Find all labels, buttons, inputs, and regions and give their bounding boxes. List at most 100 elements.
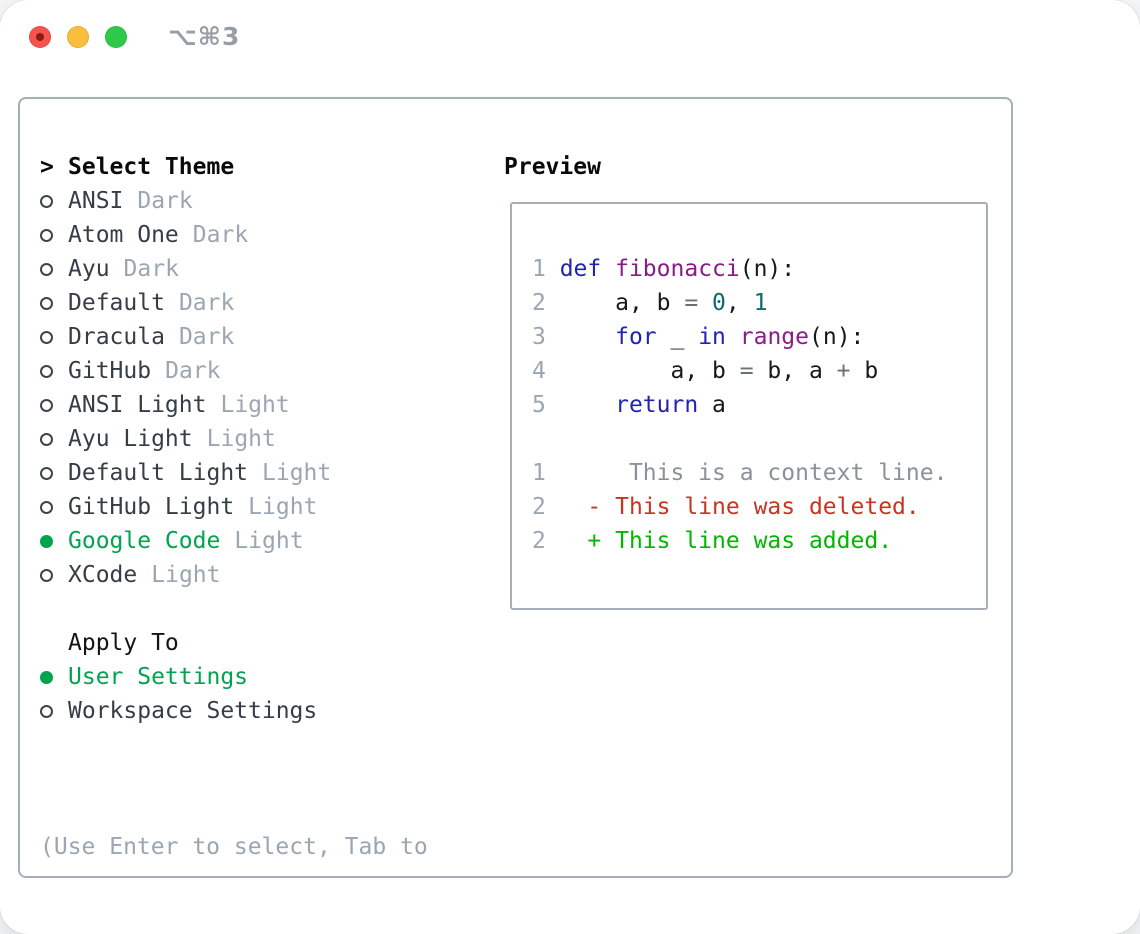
theme-variant-badge: Light bbox=[262, 460, 332, 486]
line-number: 5 bbox=[532, 392, 560, 418]
window-shortcut-label: ⌥⌘3 bbox=[168, 22, 241, 51]
theme-option-label: ANSI Light bbox=[68, 392, 207, 418]
radio-selected-icon bbox=[40, 534, 68, 548]
selection-caret-icon: > bbox=[40, 154, 68, 180]
radio-dot bbox=[40, 398, 53, 412]
theme-list-title: Select Theme bbox=[68, 154, 235, 180]
code-segment-pln: a bbox=[698, 392, 726, 418]
theme-option-label: Default Light bbox=[68, 460, 249, 486]
theme-option-label: Atom One bbox=[68, 222, 179, 248]
radio-dot bbox=[40, 534, 53, 548]
apply-option-workspace-settings[interactable]: Workspace Settings bbox=[40, 694, 317, 728]
code-segment-pln: , bbox=[725, 290, 754, 316]
theme-option-label: XCode bbox=[68, 562, 138, 588]
traffic-light-close-button[interactable] bbox=[29, 26, 51, 48]
caret-glyph: > bbox=[40, 154, 54, 180]
line-number: 4 bbox=[532, 358, 560, 384]
traffic-light-zoom-button[interactable] bbox=[105, 26, 127, 48]
theme-option-label: Default bbox=[68, 290, 165, 316]
code-segment-pln bbox=[560, 324, 615, 350]
theme-option-label: GitHub bbox=[68, 358, 152, 384]
code-segment-pln: b, a bbox=[753, 358, 837, 384]
code-segment-pln: (n): bbox=[809, 324, 865, 350]
line-number: 1 bbox=[532, 256, 560, 282]
theme-variant-badge: Light bbox=[206, 426, 276, 452]
code-segment-pln bbox=[601, 256, 615, 282]
code-segment-pln: a, b bbox=[559, 358, 740, 384]
code-segment-ctx: This is a context line. bbox=[559, 460, 948, 486]
radio-dot bbox=[40, 194, 53, 208]
theme-option-atom-one[interactable]: Atom One Dark bbox=[40, 218, 331, 252]
code-line: 3 for _ in range(n): bbox=[532, 320, 986, 354]
radio-dot bbox=[40, 500, 53, 514]
apply-option-label: Workspace Settings bbox=[68, 698, 318, 724]
code-line: 1 def fibonacci(n): bbox=[532, 252, 986, 286]
theme-variant-badge: Light bbox=[234, 528, 304, 554]
code-segment-pln: (n): bbox=[739, 256, 796, 282]
code-segment-add: + This line was added. bbox=[559, 528, 893, 554]
keyboard-hint: (Use Enter to select, Tab to change focu… bbox=[40, 762, 428, 934]
code-segment-kwd: in bbox=[698, 324, 726, 350]
line-number: 2 bbox=[532, 528, 560, 554]
theme-option-label: Dracula bbox=[68, 324, 165, 350]
code-line bbox=[532, 422, 986, 456]
code-segment-pun: = bbox=[739, 358, 754, 384]
radio-icon bbox=[40, 330, 68, 344]
code-segment-lit: 0 bbox=[712, 290, 726, 316]
code-line: 5 return a bbox=[532, 388, 986, 422]
code-segment-typ: fibonacci bbox=[615, 256, 740, 282]
radio-icon bbox=[40, 228, 68, 242]
theme-variant-badge: Dark bbox=[192, 222, 249, 248]
code-segment-pln bbox=[560, 392, 615, 418]
theme-variant-badge: Light bbox=[151, 562, 221, 588]
radio-dot bbox=[40, 330, 53, 344]
traffic-light-minimize-button[interactable] bbox=[67, 26, 89, 48]
radio-icon bbox=[40, 568, 68, 582]
preview-box: 1 def fibonacci(n): 2 a, b = 0, 1 3 for _ … bbox=[510, 202, 988, 610]
theme-option-default[interactable]: Default Dark bbox=[40, 286, 331, 320]
theme-option-xcode[interactable]: XCode Light bbox=[40, 558, 331, 592]
apply-to-title: Apply To bbox=[68, 630, 179, 656]
theme-option-label: GitHub Light bbox=[68, 494, 235, 520]
radio-icon bbox=[40, 432, 68, 446]
code-segment-kwd: return bbox=[615, 392, 699, 418]
code-segment-pun: = bbox=[684, 290, 699, 316]
theme-option-label: Ayu Light bbox=[68, 426, 193, 452]
radio-icon bbox=[40, 704, 68, 718]
theme-option-label: Ayu bbox=[68, 256, 110, 282]
line-number: 3 bbox=[532, 324, 560, 350]
code-line: 2 + This line was added. bbox=[532, 524, 986, 558]
theme-option-github[interactable]: GitHub Dark bbox=[40, 354, 331, 388]
radio-icon bbox=[40, 398, 68, 412]
line-number: 2 bbox=[532, 494, 560, 520]
code-segment-del: - This line was deleted. bbox=[559, 494, 920, 520]
radio-dot bbox=[40, 262, 53, 276]
radio-icon bbox=[40, 364, 68, 378]
theme-option-ayu-light[interactable]: Ayu Light Light bbox=[40, 422, 331, 456]
code-segment-typ: range bbox=[739, 324, 809, 350]
radio-icon bbox=[40, 500, 68, 514]
preview-title: Preview bbox=[504, 154, 601, 180]
theme-variant-badge: Dark bbox=[137, 188, 193, 214]
code-segment-pln: b bbox=[850, 358, 879, 384]
radio-dot bbox=[40, 432, 53, 446]
theme-option-default-light[interactable]: Default Light Light bbox=[40, 456, 331, 490]
radio-dot bbox=[40, 228, 53, 242]
theme-variant-badge: Dark bbox=[178, 290, 235, 316]
theme-variant-badge: Dark bbox=[165, 358, 221, 384]
radio-dot bbox=[40, 466, 53, 480]
code-segment-pln: _ bbox=[656, 324, 699, 350]
apply-option-user-settings[interactable]: User Settings bbox=[40, 660, 317, 694]
radio-dot bbox=[40, 704, 53, 718]
